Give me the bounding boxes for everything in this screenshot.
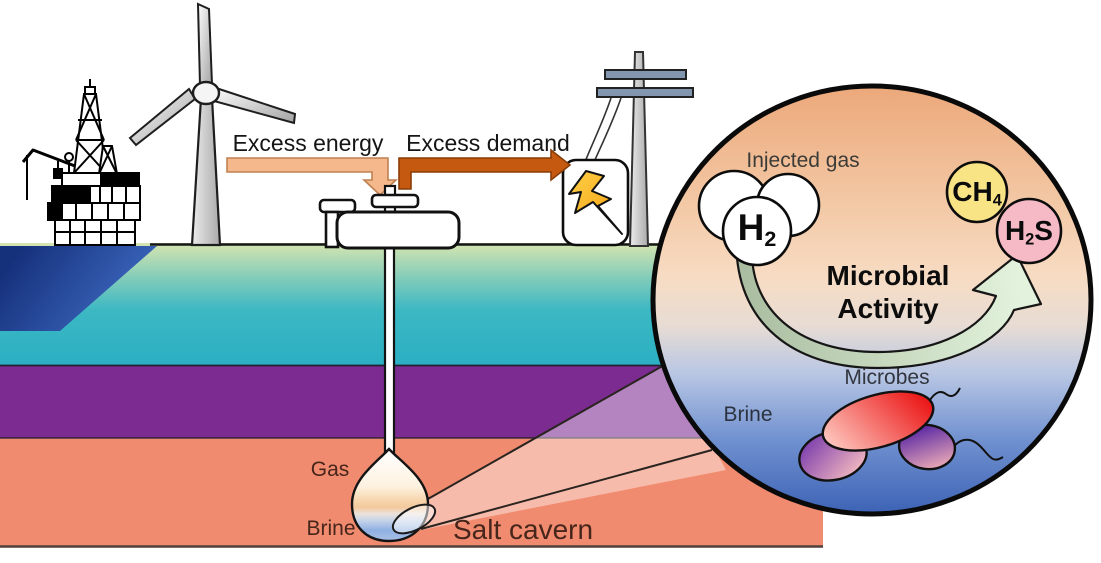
- deck-mid-windows: [99, 186, 127, 203]
- excess-energy-label: Excess energy: [232, 130, 384, 156]
- h2-base: H: [737, 207, 765, 248]
- crane-hook: [53, 168, 63, 179]
- cone-upper-line: [411, 363, 667, 509]
- microbial-activity-label: Microbial Activity: [798, 259, 978, 325]
- magnifier-cone: [411, 362, 726, 530]
- deck-low-windows: [75, 203, 125, 220]
- microbes-cluster: [798, 387, 1004, 482]
- power-pylon-icon: [584, 51, 694, 247]
- sea-wedge: [0, 246, 157, 331]
- well-pipe: [383, 245, 396, 459]
- microbial-activity-line1: Microbial: [826, 260, 950, 291]
- injected-gas-label: Injected gas: [746, 149, 860, 172]
- lightning-bolt-icon: [568, 170, 623, 235]
- ch4-sub: 4: [992, 191, 1002, 210]
- small-mast-braces: [98, 145, 118, 175]
- h2-sub: 2: [764, 227, 777, 251]
- h2s-sub: 2: [1025, 230, 1035, 249]
- pylon-crossbar-upper: [604, 69, 687, 80]
- h2s-molecule: [995, 197, 1063, 265]
- excess-demand-arrow: [398, 148, 572, 190]
- turbine-hub: [191, 80, 221, 106]
- turbine-blade-left: [128, 87, 197, 147]
- ch4-molecule: [945, 160, 1009, 224]
- h2-molecule: [697, 169, 821, 267]
- microbes-label: Microbes: [844, 366, 930, 389]
- h2-label: H2: [717, 207, 797, 252]
- excess-energy-arrow: [226, 157, 399, 197]
- cavern-brine-label: Brine: [306, 517, 356, 540]
- inset-brine-label: Brine: [723, 403, 773, 426]
- h2s-label: H2S: [989, 215, 1069, 250]
- cone-lower-line: [420, 449, 713, 530]
- cavern-gas-label: Gas: [310, 458, 350, 481]
- flagellum: [929, 387, 961, 401]
- wellhead-body: [335, 210, 461, 250]
- deck-mid-module: [51, 185, 91, 204]
- derrick-crown: [84, 86, 96, 95]
- h2s-tail: S: [1034, 215, 1053, 246]
- antenna-ball: [64, 152, 74, 162]
- salt-cavern-label: Salt cavern: [453, 514, 594, 545]
- electricity-box: [561, 158, 630, 247]
- h2-atom-front: [721, 195, 793, 267]
- power-wire: [584, 97, 612, 163]
- deck-top-module: [100, 172, 140, 187]
- wind-turbine-icon: [128, 2, 297, 247]
- side-valve-bar: [318, 198, 357, 214]
- derrick-braces: [73, 93, 107, 174]
- deck-low-module: [47, 202, 63, 221]
- pylon-crossbar-lower: [596, 87, 694, 98]
- power-wire: [593, 97, 622, 163]
- pylon-pole: [628, 51, 650, 247]
- cone-fill: [412, 362, 726, 530]
- hull-detail: [55, 220, 135, 245]
- magnifier-lens: [391, 503, 437, 535]
- microbial-activity-line2: Activity: [837, 293, 939, 324]
- turbine-tower: [190, 96, 222, 247]
- flagellum: [949, 438, 1004, 461]
- turbine-blade-up: [196, 2, 214, 88]
- ch4-label: CH4: [937, 176, 1017, 211]
- inset-circle: [650, 83, 1094, 517]
- h2s-base: H: [1005, 215, 1026, 246]
- microbe-purple-right: [897, 423, 957, 471]
- excess-demand-label: Excess demand: [406, 130, 570, 156]
- ch4-base: CH: [952, 176, 993, 207]
- turbine-blade-right: [212, 86, 297, 125]
- oil-platform-icon: [21, 79, 141, 246]
- wellhead-icon: [318, 184, 461, 250]
- wellhead-valve-bar: [370, 193, 420, 209]
- microbe-red: [821, 390, 935, 452]
